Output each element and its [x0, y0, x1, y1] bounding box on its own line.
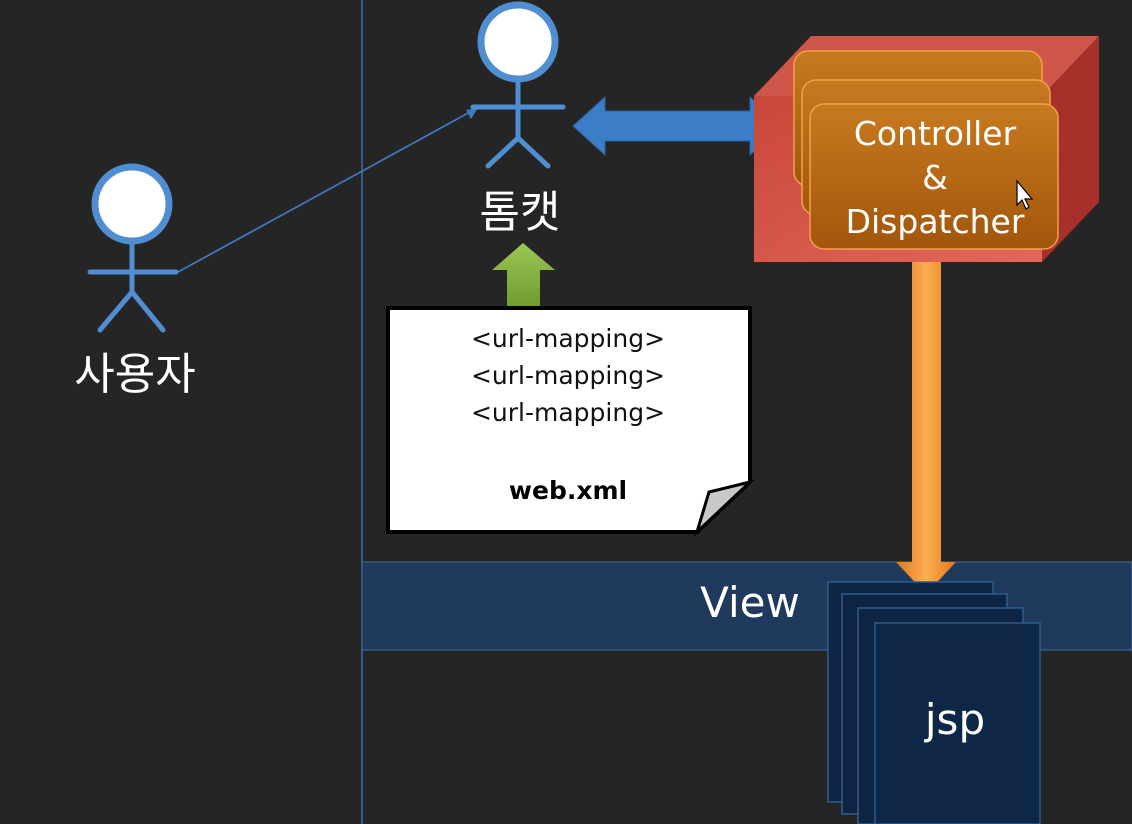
- web-xml-document: [386, 306, 756, 537]
- url-mapping-line: <url-mapping>: [470, 324, 666, 353]
- jsp-page-stack: [827, 581, 1041, 824]
- view-layer-label: View: [700, 578, 800, 627]
- url-mapping-list: <url-mapping> <url-mapping> <url-mapping…: [388, 320, 748, 431]
- controller-line-1: Controller: [853, 114, 1017, 153]
- web-xml-filename: web.xml: [508, 476, 628, 505]
- tomcat-actor-icon: [470, 1, 566, 169]
- config-up-arrow: [492, 243, 555, 308]
- jsp-label: jsp: [924, 695, 986, 744]
- dispatch-down-arrow: [896, 255, 956, 594]
- controller-line-2: &: [922, 158, 948, 197]
- bidirectional-arrow: [572, 95, 783, 157]
- controller-stack: [793, 50, 1059, 250]
- user-label: 사용자: [74, 349, 196, 400]
- tomcat-label: 톰캣: [479, 187, 561, 238]
- mouse-cursor-icon: [1016, 179, 1034, 210]
- controller-label: Controller & Dispatcher: [810, 112, 1060, 244]
- request-connector: [177, 108, 478, 273]
- controller-line-3: Dispatcher: [845, 202, 1025, 241]
- url-mapping-line: <url-mapping>: [470, 398, 666, 427]
- url-mapping-line: <url-mapping>: [470, 361, 666, 390]
- user-actor-icon: [87, 163, 179, 333]
